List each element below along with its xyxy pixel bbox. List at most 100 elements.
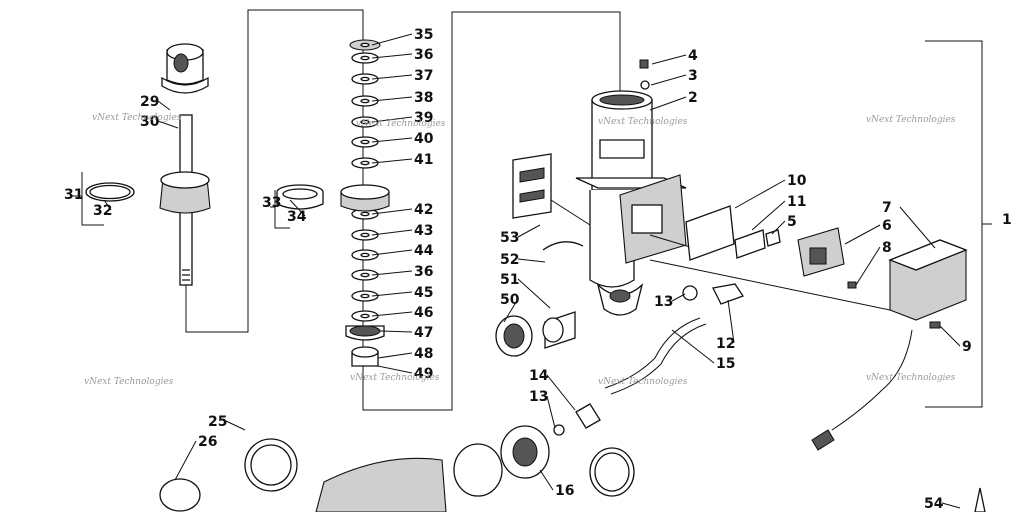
leader-line [225, 420, 246, 431]
watermark-text: vNext Technologies [92, 113, 182, 123]
callout-number: 32 [93, 203, 112, 219]
washer-hole [360, 272, 370, 278]
callout-number: 40 [414, 131, 434, 147]
leader-line [157, 120, 179, 129]
lower-components [159, 283, 986, 512]
washer-hole [360, 119, 370, 125]
callout-number: 5 [787, 214, 797, 230]
callout-number: 13 [529, 389, 548, 405]
cover-assembly [639, 59, 968, 451]
watermark-text: vNext Technologies [84, 377, 174, 387]
callout-number: 30 [140, 114, 160, 130]
washer-hole [360, 55, 370, 61]
leader-line [371, 291, 413, 297]
callout-number: 53 [500, 230, 519, 246]
watermark-layer: vNext Technologies vNext Technologies vNex… [84, 113, 956, 387]
leader-line [734, 179, 786, 209]
callout-number: 49 [414, 366, 433, 382]
leader-line [103, 199, 112, 211]
callout-number: 3 [688, 68, 698, 84]
watermark-text: vNext Technologies [866, 115, 956, 125]
shaft-assembly [85, 43, 211, 286]
watermark-text: vNext Technologies [356, 119, 446, 129]
washer-hole [360, 252, 370, 258]
watermark-text: vNext Technologies [866, 373, 956, 383]
callout-number: 44 [414, 243, 434, 259]
callout-number: 39 [414, 110, 433, 126]
callout-number: 33 [262, 195, 281, 211]
leader-line [941, 502, 961, 509]
washer-hole [360, 98, 370, 104]
leader-line [517, 278, 551, 309]
callout-number: 11 [787, 194, 806, 210]
leader-line [671, 293, 686, 302]
washer-hole [360, 293, 370, 299]
leader-line [546, 374, 576, 411]
leader-line [371, 311, 413, 317]
leader-line [371, 74, 413, 80]
leader-line [371, 137, 413, 143]
leader-line [379, 330, 413, 333]
leader-line [771, 220, 786, 235]
callout-number: 35 [414, 27, 433, 43]
washer-hole [360, 211, 370, 217]
callout-number: 50 [500, 292, 520, 308]
leader-line [371, 96, 413, 102]
leader-line [371, 249, 413, 256]
leader-line [899, 206, 936, 249]
leader-line [157, 100, 171, 111]
leader-line [371, 53, 413, 59]
leader-line [371, 208, 413, 215]
callout-number: 45 [414, 285, 433, 301]
leader-line [649, 96, 687, 111]
leader-line [844, 224, 881, 245]
callout-number: 14 [529, 368, 549, 384]
callout-number: 8 [882, 240, 892, 256]
leader-line [727, 299, 735, 344]
leader-line [371, 116, 413, 123]
leader-line [377, 352, 413, 359]
leader-line [371, 270, 413, 276]
callout-number: 9 [962, 339, 972, 355]
leader-line [517, 258, 546, 263]
callout-number: 37 [414, 68, 433, 84]
callout-number: 25 [208, 414, 227, 430]
callout-number: 54 [924, 496, 944, 512]
callout-labels: 3536373839404142434436454647484943229303… [64, 27, 1012, 512]
leader-line [517, 224, 541, 238]
callout-number: 26 [198, 434, 217, 450]
callout-number: 41 [414, 152, 433, 168]
washer-hole [360, 232, 370, 238]
leader-line [371, 158, 413, 164]
washer-hole [360, 76, 370, 82]
washer-hole [360, 160, 370, 166]
leader-line [371, 33, 413, 46]
callout-number: 36 [414, 47, 433, 63]
leader-line [371, 229, 413, 236]
leader-line [546, 395, 556, 429]
watermark-text: vNext Technologies [598, 377, 688, 387]
callout-number: 46 [414, 305, 433, 321]
callout-number: 2 [688, 90, 698, 106]
leader-line [650, 74, 687, 86]
callout-number: 38 [414, 90, 433, 106]
leader-line [539, 469, 554, 491]
leader-line [503, 298, 519, 323]
watermark-text: vNext Technologies [598, 117, 688, 127]
callout-number: 48 [414, 346, 433, 362]
washer-hole [360, 42, 370, 48]
callout-number: 12 [716, 336, 735, 352]
callout-number: 36 [414, 264, 433, 280]
callout-number: 4 [688, 48, 698, 64]
callout-number: 29 [140, 94, 159, 110]
callout-number: 7 [882, 200, 892, 216]
leader-line [651, 54, 687, 65]
washer-hole [360, 313, 370, 319]
callout-number: 42 [414, 202, 433, 218]
callout-number: 34 [287, 209, 307, 225]
callout-number: 13 [654, 294, 673, 310]
callout-number: 1 [1002, 212, 1012, 228]
leader-line [671, 329, 715, 364]
callout-number: 6 [882, 218, 892, 234]
